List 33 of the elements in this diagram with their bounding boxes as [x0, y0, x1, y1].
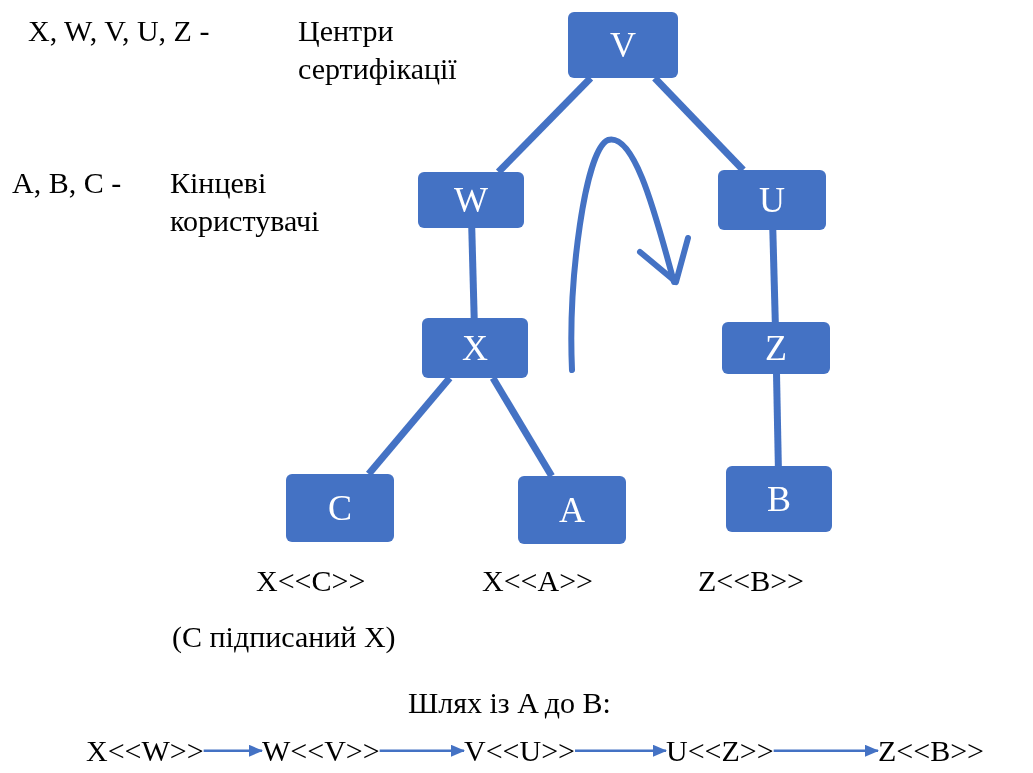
path-step-text: U<<Z>> [666, 732, 774, 770]
node-box: X [422, 318, 528, 378]
note-text: Шлях із A до B: [408, 685, 611, 721]
node-box: C [286, 474, 394, 542]
node-caption: (C підписаний X) [172, 619, 396, 655]
arrow [379, 744, 465, 757]
node-box: W [418, 172, 524, 228]
path-step-text: X<<W>> [86, 732, 204, 770]
path-step-text: V<<U>> [464, 732, 575, 770]
arrow [203, 744, 263, 757]
connector-line [495, 75, 594, 175]
node-box: U [718, 170, 826, 230]
connector-line [773, 373, 782, 467]
note-text: Кінцеві користувачі [170, 165, 321, 239]
node-box: A [518, 476, 626, 544]
node-box: V [568, 12, 678, 78]
node-caption: X<<A>> [482, 563, 593, 599]
connector-line [769, 229, 779, 323]
note-text: X, W, V, U, Z - [28, 13, 210, 49]
path-step-text: Z<<B>> [878, 732, 984, 770]
path-step-text: W<<V>> [262, 732, 380, 770]
node-box: B [726, 466, 832, 532]
connector-line [366, 375, 453, 477]
node-caption: X<<C>> [256, 563, 366, 599]
connector-line [652, 75, 746, 173]
arrow [575, 744, 667, 757]
node-caption: Z<<B>> [698, 563, 804, 599]
node-box: Z [722, 322, 830, 374]
note-text: Центри сертифікації [298, 13, 458, 87]
connector-line [489, 376, 555, 478]
note-text: A, B, C - [12, 165, 122, 201]
arrow [773, 744, 879, 757]
connector-line [468, 227, 478, 319]
